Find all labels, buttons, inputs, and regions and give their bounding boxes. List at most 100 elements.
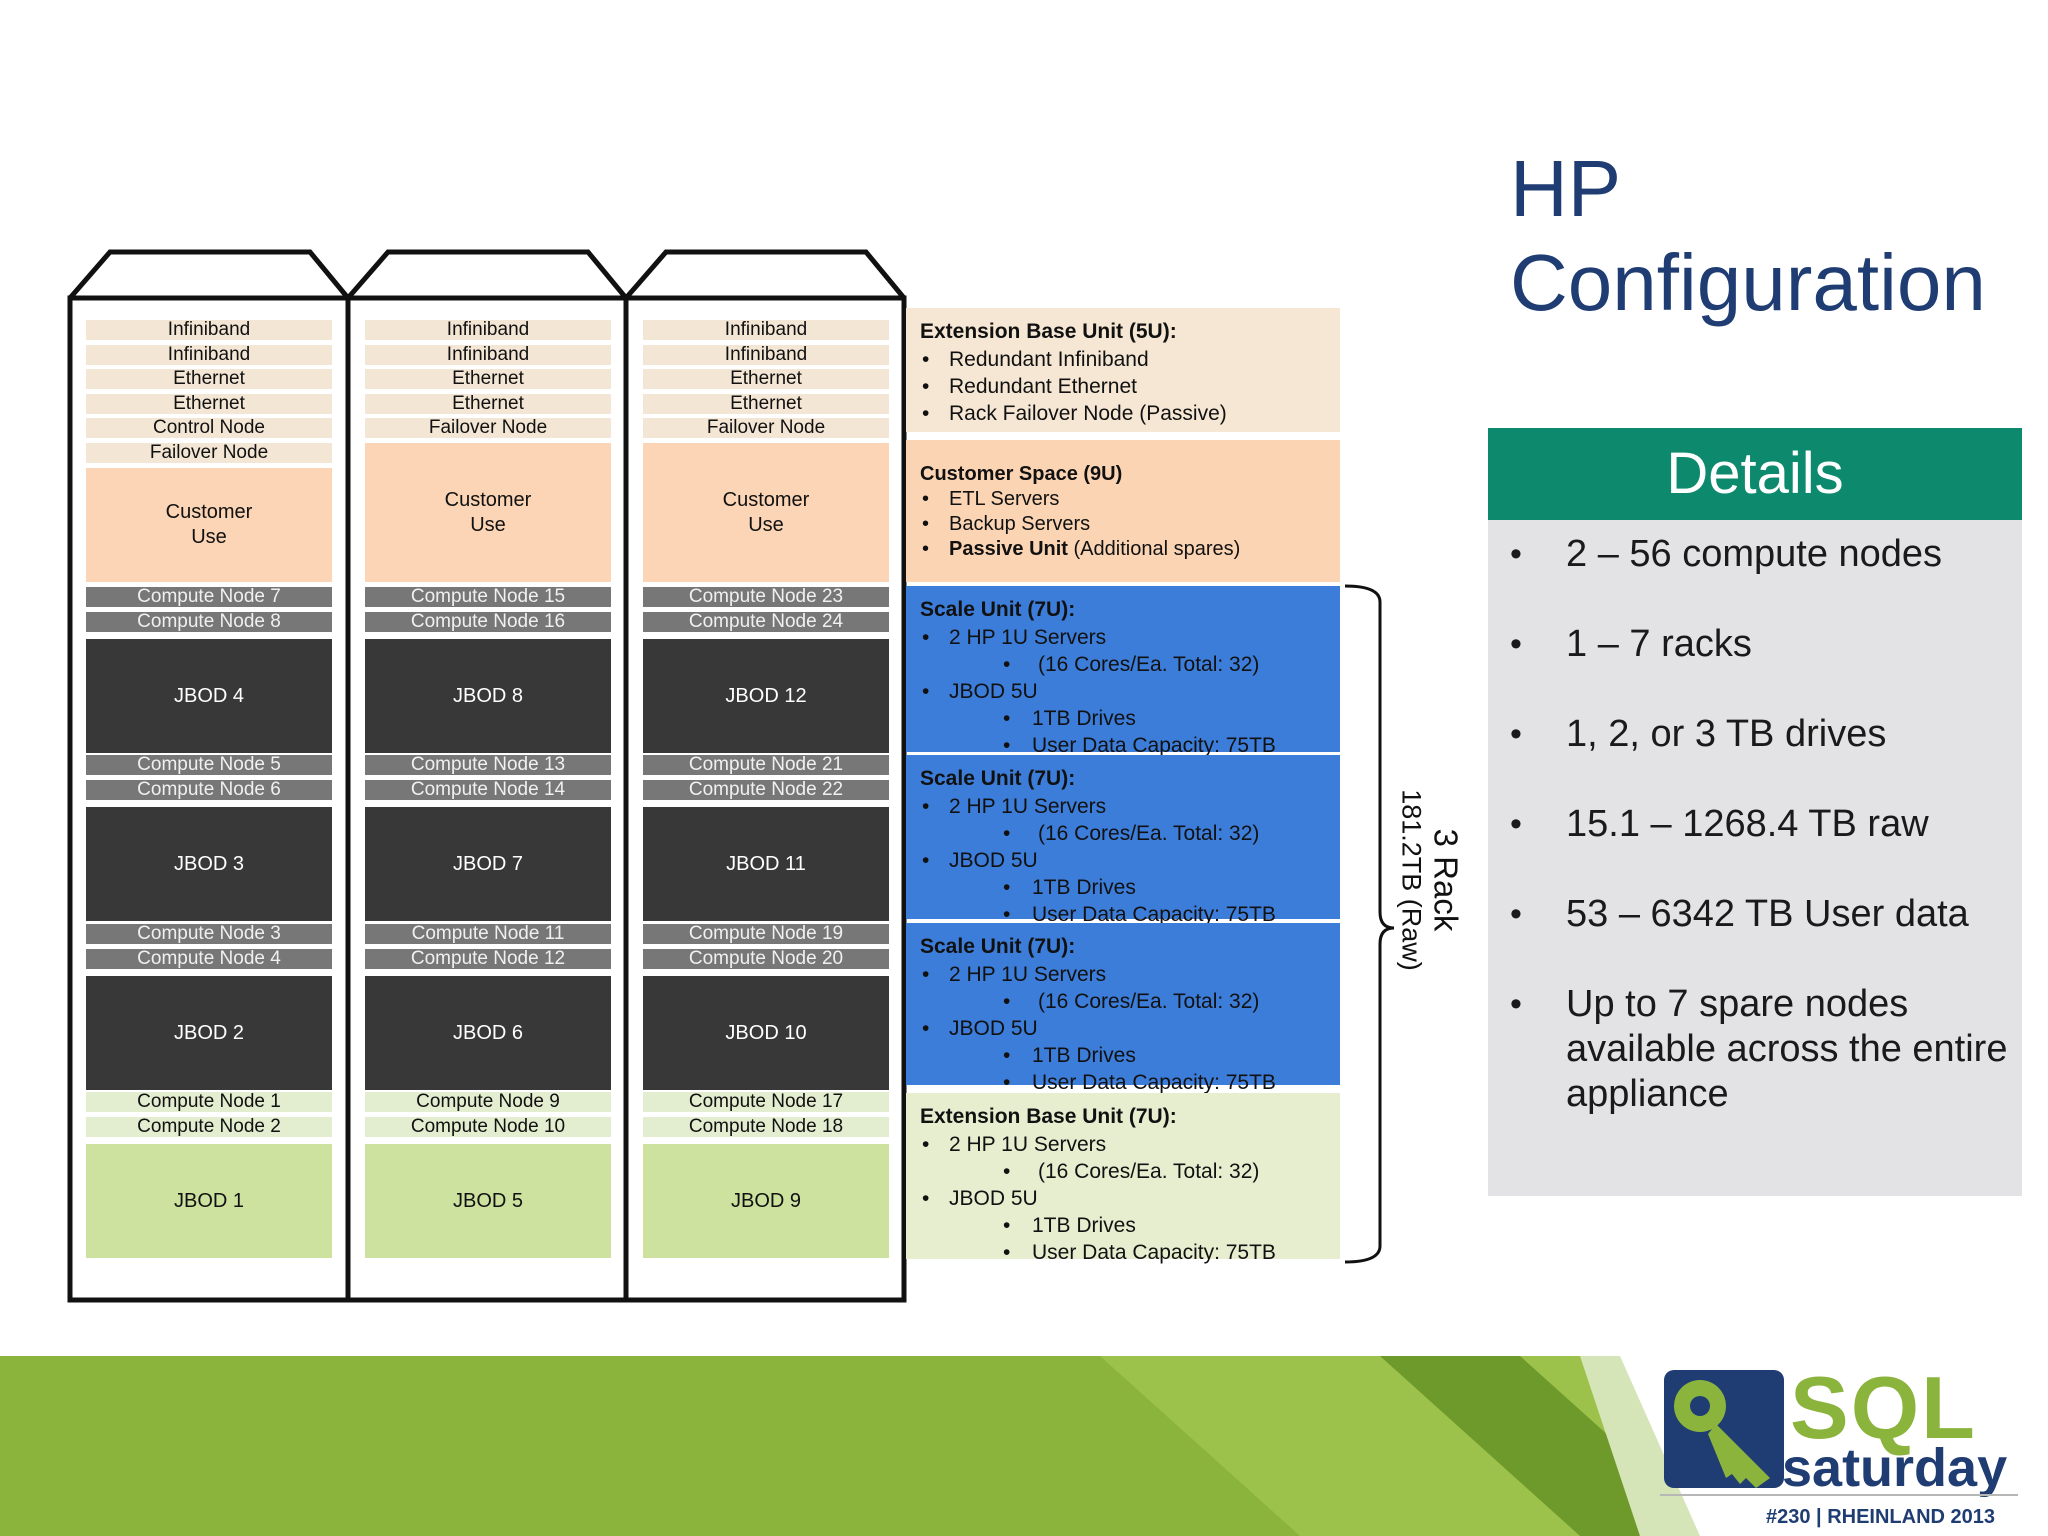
unit-panel-line-bold: Passive Unit <box>949 538 1068 560</box>
logo-sql-text: SQL <box>1790 1358 1977 1457</box>
unit-panel-drives: 1TB Drives <box>920 1212 1340 1239</box>
slide-title: HP Configuration <box>1510 142 2030 330</box>
slide-title-line2: Configuration <box>1510 238 1986 327</box>
compute-node-slot: Compute Node 1 <box>86 1092 332 1112</box>
unit-panel-cores: (16 Cores/Ea. Total: 32) <box>920 988 1340 1015</box>
rack-slot: Infiniband <box>643 344 889 365</box>
customer-use-label: Customer <box>165 500 253 523</box>
compute-node-slot: Compute Node 4 <box>86 948 332 969</box>
compute-node-slot: Compute Node 17 <box>643 1092 889 1112</box>
customer-use-label: Customer <box>722 488 810 511</box>
rack-outline-drawing <box>67 249 1395 1303</box>
unit-panel-line: Passive Unit (Additional spares) <box>920 537 1340 562</box>
details-item: 1, 2, or 3 TB drives <box>1510 712 2010 757</box>
unit-panel-drives: 1TB Drives <box>920 705 1340 732</box>
compute-node-slot: Compute Node 12 <box>365 948 611 969</box>
compute-node-slot: Compute Node 5 <box>86 755 332 775</box>
rack-slot: Ethernet <box>86 369 332 390</box>
compute-node-slot: Compute Node 11 <box>365 924 611 944</box>
compute-node-slot: Compute Node 15 <box>365 587 611 607</box>
unit-panel-line-rest: (Additional spares) <box>1067 538 1241 560</box>
unit-panel-heading: Extension Base Unit (5U): <box>920 320 1177 343</box>
brace-label-raw: 181.2TB (Raw) <box>1396 789 1427 971</box>
unit-panel-capacity: User Data Capacity: 75TB <box>920 1239 1340 1266</box>
key-icon <box>1664 1370 1784 1488</box>
details-panel: Details 2 – 56 compute nodes 1 – 7 racks… <box>1488 428 2022 1196</box>
jbod-block: JBOD 11 <box>643 807 889 921</box>
rack-slot: Ethernet <box>643 369 889 390</box>
unit-panel-cores: (16 Cores/Ea. Total: 32) <box>920 820 1340 847</box>
unit-panel-heading: Scale Unit (7U): <box>920 767 1076 790</box>
details-item: 15.1 – 1268.4 TB raw <box>1510 802 2010 847</box>
brace-label-racks: 3 Rack <box>1427 828 1465 932</box>
unit-panel-cores: (16 Cores/Ea. Total: 32) <box>920 651 1340 678</box>
rack-2-top-outline <box>346 249 628 300</box>
rack-slot: Failover Node <box>86 443 332 463</box>
rack-slot: Infiniband <box>86 320 332 340</box>
details-list: 2 – 56 compute nodes 1 – 7 racks 1, 2, o… <box>1510 532 2010 1162</box>
jbod-block: JBOD 3 <box>86 807 332 921</box>
unit-panel-line: Redundant Infiniband <box>920 346 1340 373</box>
rack-3-top-outline <box>624 249 906 300</box>
rack-slot: Ethernet <box>365 369 611 390</box>
logo-pass-text: PASS <box>1753 1391 1778 1455</box>
jbod-block: JBOD 4 <box>86 639 332 753</box>
unit-panel-heading: Scale Unit (7U): <box>920 935 1076 958</box>
compute-node-slot: Compute Node 23 <box>643 587 889 607</box>
sql-saturday-logo: PASS SQL saturday #230 | RHEINLAND 2013 <box>1660 1360 2020 1528</box>
jbod-block: JBOD 8 <box>365 639 611 753</box>
unit-panel-drives: 1TB Drives <box>920 1042 1340 1069</box>
unit-panel-base: Extension Base Unit (5U): Redundant Infin… <box>906 308 1340 432</box>
unit-panel-heading: Extension Base Unit (7U): <box>920 1105 1177 1128</box>
unit-panel-drives: 1TB Drives <box>920 874 1340 901</box>
rack-3-outline <box>623 295 907 1303</box>
unit-panel-line: Redundant Ethernet <box>920 373 1340 400</box>
compute-node-slot: Compute Node 9 <box>365 1092 611 1112</box>
rack-slot: Ethernet <box>643 393 889 414</box>
details-item: 53 – 6342 TB User data <box>1510 892 2010 937</box>
unit-panel-jbod: JBOD 5U <box>920 1185 1340 1212</box>
unit-panel-scale: Scale Unit (7U): 2 HP 1U Servers(16 Cores… <box>906 923 1340 1096</box>
compute-node-slot: Compute Node 18 <box>643 1116 889 1137</box>
unit-panel-scale: Scale Unit (7U):2 HP 1U Servers(16 Cores… <box>906 755 1340 928</box>
logo-saturday-text: saturday <box>1782 1438 2008 1498</box>
compute-node-slot: Compute Node 24 <box>643 611 889 632</box>
rack-slot: Ethernet <box>365 393 611 414</box>
rack-slot: Infiniband <box>86 344 332 365</box>
jbod-block: JBOD 5 <box>365 1144 611 1258</box>
details-heading: Details <box>1488 428 2022 520</box>
unit-panel-customer: Customer Space (9U)ETL ServersBackup Ser… <box>906 440 1340 582</box>
unit-panel-line: Backup Servers <box>920 512 1340 537</box>
unit-panel-capacity: User Data Capacity: 75TB <box>920 732 1340 759</box>
compute-node-slot: Compute Node 6 <box>86 779 332 800</box>
compute-node-slot: Compute Node 13 <box>365 755 611 775</box>
compute-node-slot: Compute Node 2 <box>86 1116 332 1137</box>
rack-slot: Failover Node <box>365 418 611 439</box>
customer-use-label: Use <box>470 513 506 536</box>
unit-panel-servers: 2 HP 1U Servers <box>920 961 1340 988</box>
unit-panel-heading: Scale Unit (7U): <box>920 598 1076 621</box>
jbod-block: JBOD 12 <box>643 639 889 753</box>
unit-panel-capacity: User Data Capacity: 75TB <box>920 1069 1340 1096</box>
unit-panel-jbod: JBOD 5U <box>920 678 1340 705</box>
compute-node-slot: Compute Node 20 <box>643 948 889 969</box>
unit-panel-servers: 2 HP 1U Servers <box>920 624 1340 651</box>
unit-panel-heading: Customer Space (9U) <box>920 463 1123 485</box>
details-item: 1 – 7 racks <box>1510 622 2010 667</box>
customer-use-label: Customer <box>444 488 532 511</box>
compute-node-slot: Compute Node 19 <box>643 924 889 944</box>
jbod-block: JBOD 6 <box>365 976 611 1090</box>
unit-panel-green: Extension Base Unit (7U):2 HP 1U Servers… <box>906 1093 1340 1266</box>
compute-node-slot: Compute Node 21 <box>643 755 889 775</box>
unit-panel-line: ETL Servers <box>920 487 1340 512</box>
rack-slot: Control Node <box>86 418 332 439</box>
unit-panel-scale: Scale Unit (7U): 2 HP 1U Servers(16 Cores… <box>906 586 1340 759</box>
customer-use-label: Use <box>748 513 784 536</box>
compute-node-slot: Compute Node 8 <box>86 611 332 632</box>
unit-panel-capacity: User Data Capacity: 75TB <box>920 901 1340 928</box>
compute-node-slot: Compute Node 10 <box>365 1116 611 1137</box>
rack-slot: Infiniband <box>365 344 611 365</box>
